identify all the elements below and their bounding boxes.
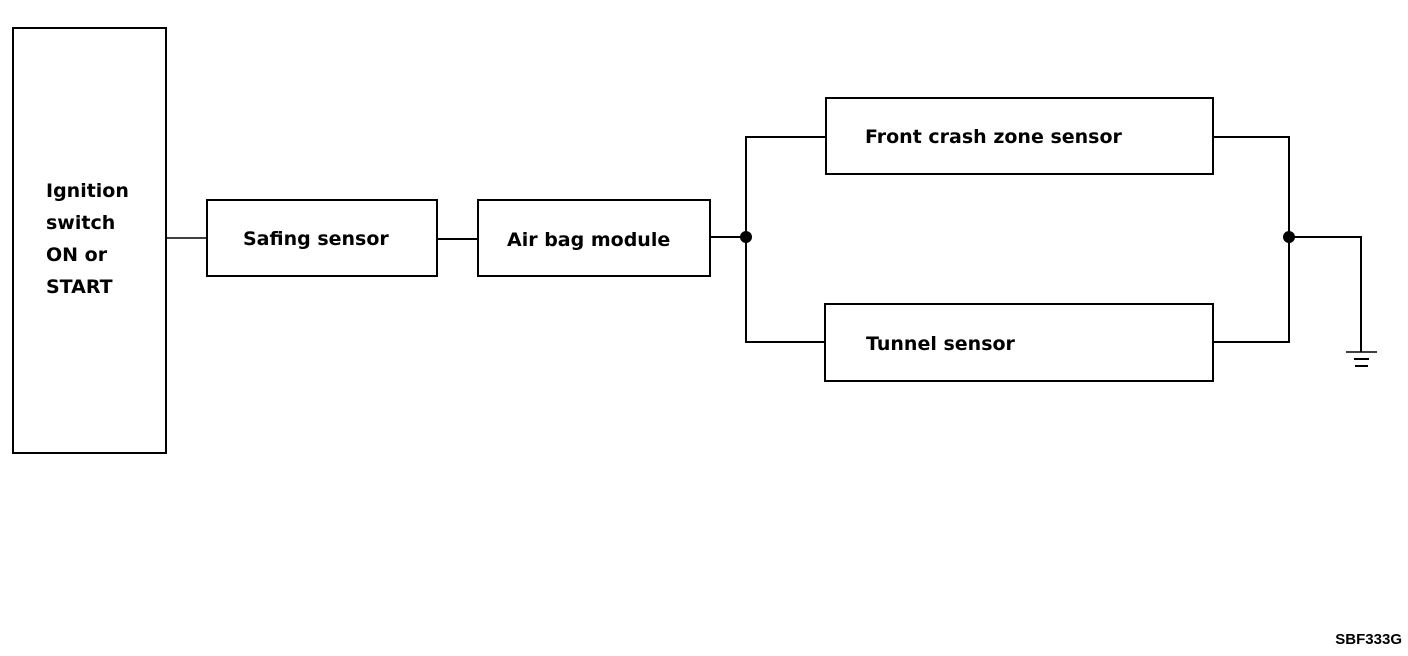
safing-sensor-block: Safing sensor: [206, 199, 438, 277]
wire-right-branch: [1212, 136, 1290, 343]
air-bag-module-label: Air bag module: [507, 229, 671, 251]
wire-to-ground: [1289, 236, 1362, 352]
wire-left-branch: [745, 136, 826, 343]
ground-icon: [1346, 351, 1377, 367]
air-bag-module-block: Air bag module: [477, 199, 711, 277]
ignition-line-4: START: [46, 276, 113, 298]
ignition-line-3: ON or: [46, 244, 108, 266]
ignition-switch-block: Ignition switch ON or START: [12, 27, 167, 454]
tunnel-sensor-label: Tunnel sensor: [866, 333, 1015, 355]
safing-sensor-label: Safing sensor: [243, 228, 389, 250]
ignition-line-2: switch: [46, 212, 116, 234]
junction-left: [740, 231, 752, 243]
front-crash-zone-sensor-label: Front crash zone sensor: [865, 126, 1122, 148]
figure-code: SBF333G: [1335, 631, 1402, 648]
front-crash-zone-sensor-block: Front crash zone sensor: [825, 97, 1214, 175]
ignition-switch-label: Ignition switch ON or START: [46, 175, 129, 303]
ignition-line-1: Ignition: [46, 180, 129, 202]
tunnel-sensor-block: Tunnel sensor: [824, 303, 1214, 382]
